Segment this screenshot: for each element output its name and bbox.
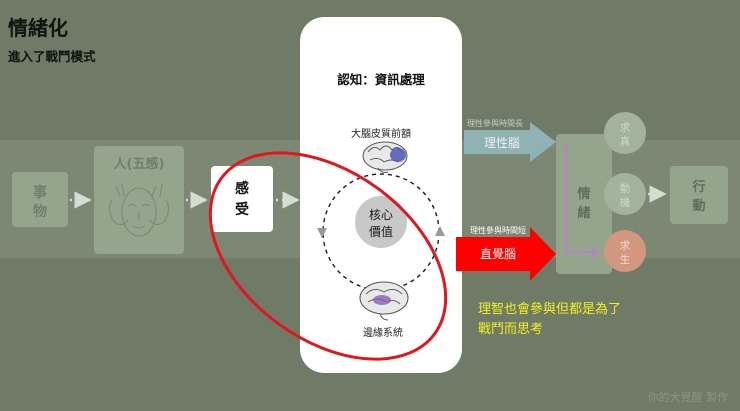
rational-caption: 理性參與時間長	[467, 118, 523, 128]
sense-box	[211, 166, 273, 232]
credit: 你的大覺醒 製作	[647, 391, 729, 404]
core-value-label-1: 核心	[369, 208, 393, 222]
need-node-mid	[604, 173, 646, 215]
annotation-line-2: 戰鬥而思考	[478, 322, 543, 337]
highlight-ellipse	[208, 151, 448, 361]
action-label-1: 行	[691, 179, 705, 195]
cortex-brain-icon	[362, 141, 408, 173]
action-label-2: 動	[692, 198, 705, 214]
event-label-2: 物	[33, 203, 47, 220]
emotion-bar-arrow-up-icon	[562, 142, 570, 150]
intuitive-arrow	[456, 227, 556, 281]
emotion-bar-arrow-right-icon	[566, 245, 601, 259]
sense-label-2: 受	[235, 201, 249, 218]
action-box	[670, 166, 728, 224]
emotion-label-1: 情	[577, 186, 590, 202]
page-title: 情緒化	[8, 16, 68, 40]
event-box	[12, 172, 68, 227]
emotion-box	[556, 134, 612, 274]
need-node-top-label-1: 求	[620, 122, 631, 134]
need-node-bottom-label-2: 生	[620, 253, 631, 266]
page-subtitle: 進入了戰鬥模式	[8, 49, 96, 64]
cognition-title: 認知：資訊處理	[337, 72, 425, 87]
need-node-top	[604, 112, 646, 154]
need-node-mid-label-2: 機	[620, 196, 631, 209]
need-node-bottom	[604, 230, 646, 272]
core-value-circle	[353, 194, 409, 250]
emotion-label-2: 緒	[577, 205, 590, 221]
rational-label: 理性腦	[484, 135, 520, 150]
face-hands-illustration-icon	[108, 183, 170, 237]
intuitive-label: 直覺腦	[480, 246, 516, 261]
sense-label-1: 感	[235, 180, 249, 197]
core-value-label-2: 價值	[369, 224, 393, 239]
cycle-arrow-down-icon	[317, 228, 327, 238]
limbic-label: 邊緣系統	[363, 326, 403, 339]
cycle-arrow-up-icon	[435, 226, 445, 236]
need-node-top-label-2: 真	[620, 135, 631, 148]
person-box	[94, 146, 184, 254]
event-label-1: 事	[33, 184, 47, 201]
cortex-label: 大腦皮質前額	[351, 127, 411, 140]
intuitive-caption: 理性參與時間短	[470, 225, 526, 235]
annotation-line-1: 理智也會參與但都是為了	[478, 301, 621, 317]
person-label: 人(五感)	[114, 156, 165, 172]
limbic-brain-icon	[359, 281, 409, 321]
need-node-bottom-label-1: 求	[620, 240, 631, 252]
rational-arrow	[464, 122, 556, 162]
need-node-mid-label-1: 動	[620, 182, 631, 195]
